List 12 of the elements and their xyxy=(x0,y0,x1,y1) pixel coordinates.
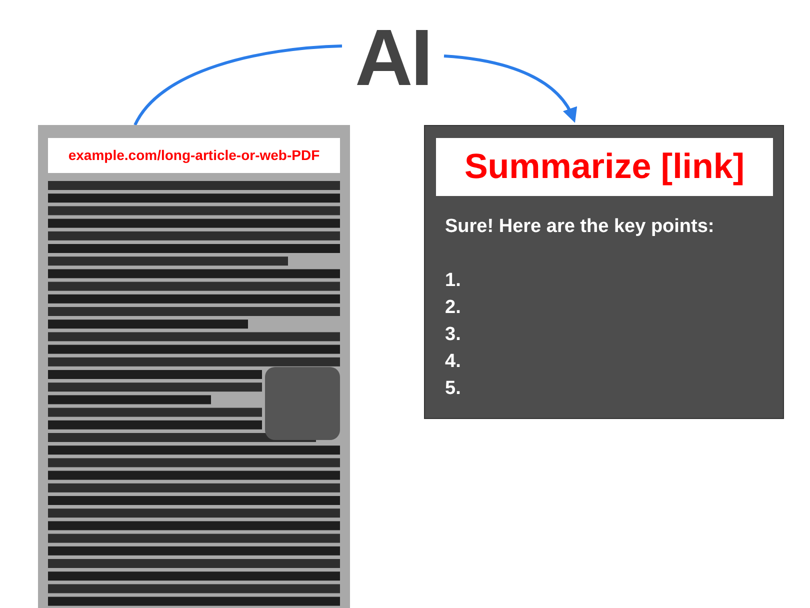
chat-response-panel xyxy=(424,125,784,419)
list-number: 1. xyxy=(445,270,461,292)
list-number: 5. xyxy=(445,378,461,400)
list-number: 4. xyxy=(445,351,461,373)
list-number: 3. xyxy=(445,324,461,346)
document-page xyxy=(38,125,350,608)
arrow xyxy=(444,54,576,123)
prompt-heading: Summarize [link] xyxy=(436,138,773,196)
url-bar: example.com/long-article-or-web-PDF xyxy=(48,138,340,173)
ai-label: AI xyxy=(342,14,444,102)
response-text: Sure! Here are the key points: xyxy=(445,216,714,238)
list-number: 2. xyxy=(445,297,461,319)
